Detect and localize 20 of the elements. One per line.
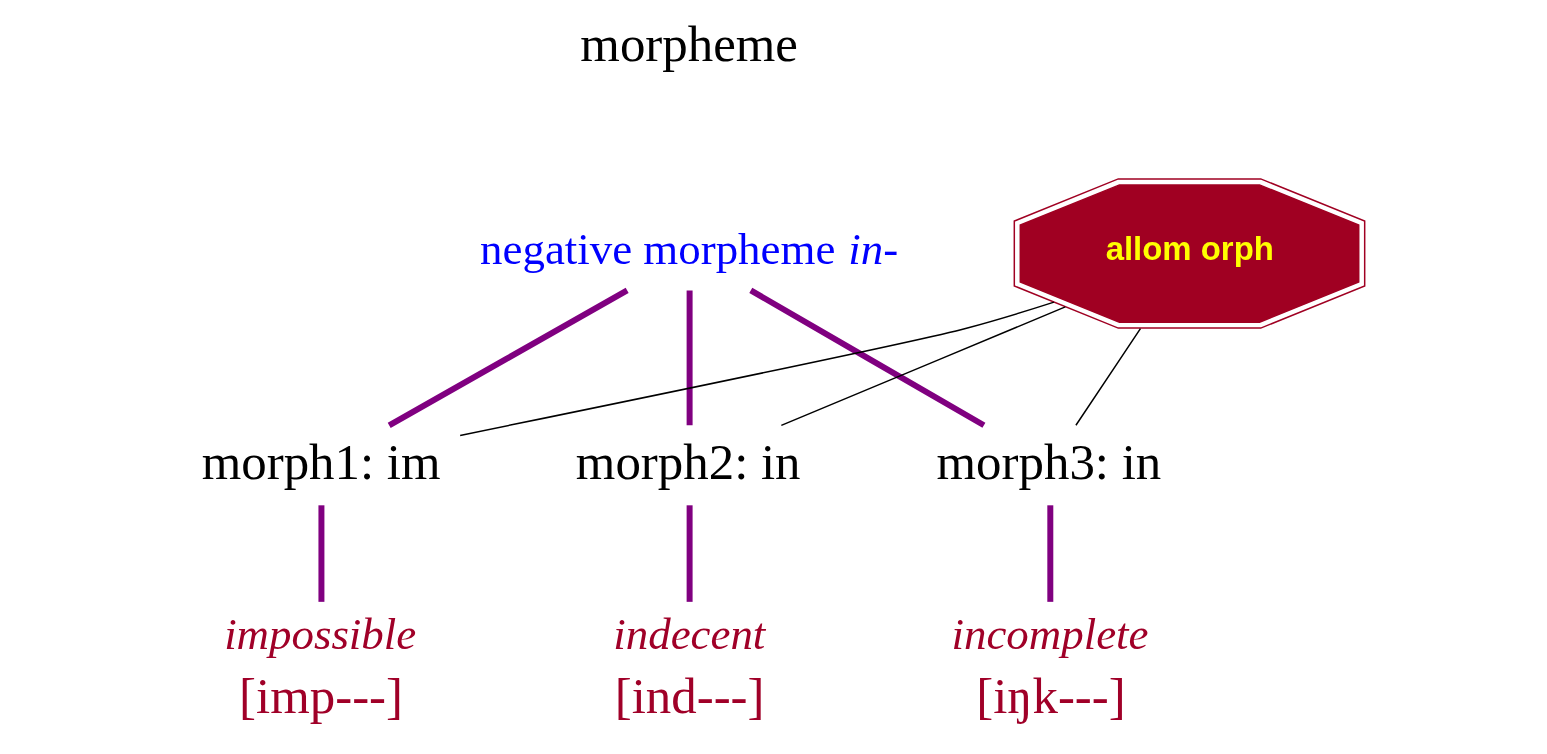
node-label: [ind---]: [614, 668, 764, 725]
node-text: morph3: in: [936, 433, 1161, 490]
node-text: negative morpheme in-: [479, 224, 898, 274]
connector: [1074, 327, 1141, 426]
connector: [780, 306, 1066, 427]
node-text: indecent: [612, 608, 765, 659]
node-text: impossible: [223, 608, 416, 659]
node-text: morph1: im: [201, 433, 441, 490]
connector: [686, 505, 693, 602]
connector: [458, 301, 1055, 437]
node-label: [imp---]: [238, 668, 403, 725]
connector: [748, 287, 985, 428]
connector: [387, 287, 629, 428]
node-label: [iŋk---]: [975, 668, 1126, 725]
connector: [317, 505, 324, 602]
label: morpheme: [579, 15, 798, 72]
connector: [686, 290, 693, 426]
connector: [1046, 505, 1053, 602]
node-text: incomplete: [951, 608, 1148, 659]
node-text: morph2: in: [575, 433, 801, 490]
